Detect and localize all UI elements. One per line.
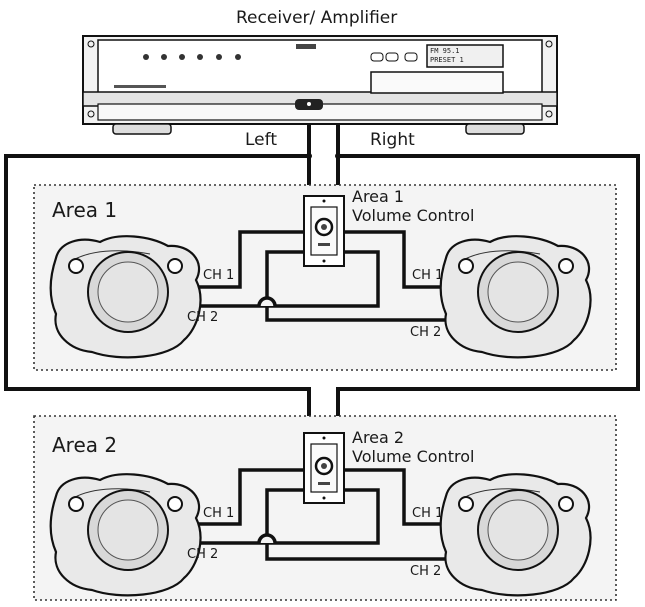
right-output-label: Right [370, 130, 415, 150]
area-2-volume-control [303, 432, 345, 504]
area-2-ch2-right: CH 2 [410, 564, 442, 579]
display-line-2: PRESET 1 [430, 56, 464, 64]
area-1-speaker-wires [196, 230, 446, 322]
area-1-vc-line-1: Area 1 [352, 187, 405, 206]
area-1-right-rock-speaker [439, 235, 592, 359]
front-buttons [143, 54, 241, 60]
area-1-ch2-right: CH 2 [410, 325, 442, 340]
area-1-label: Area 1 [52, 198, 118, 222]
area-2-label: Area 2 [52, 433, 118, 457]
receiver-title: Receiver/ Amplifier [236, 8, 398, 28]
main-wiring [4, 124, 640, 433]
area-1-ch2-left: CH 2 [187, 310, 219, 325]
area-1-left-rock-speaker [49, 235, 202, 359]
area-2-vc-line-2: Volume Control [352, 447, 475, 466]
display-line-1: FM 95.1 [430, 47, 460, 55]
area-2-left-rock-speaker [49, 473, 202, 597]
left-output-label: Left [245, 130, 277, 150]
area-2-speaker-wires [196, 468, 446, 561]
area-1-ch1-right: CH 1 [412, 268, 444, 283]
area-2-right-rock-speaker [439, 473, 592, 597]
area-2-vc-line-1: Area 2 [352, 428, 405, 447]
area-2-ch1-left: CH 1 [203, 506, 235, 521]
area-1-ch1-left: CH 1 [203, 268, 235, 283]
area-2-ch2-left: CH 2 [187, 547, 219, 562]
area-1-vc-line-2: Volume Control [352, 206, 475, 225]
area-1-volume-control [303, 195, 345, 267]
area-2-ch1-right: CH 1 [412, 506, 444, 521]
receiver-amplifier [82, 35, 558, 135]
